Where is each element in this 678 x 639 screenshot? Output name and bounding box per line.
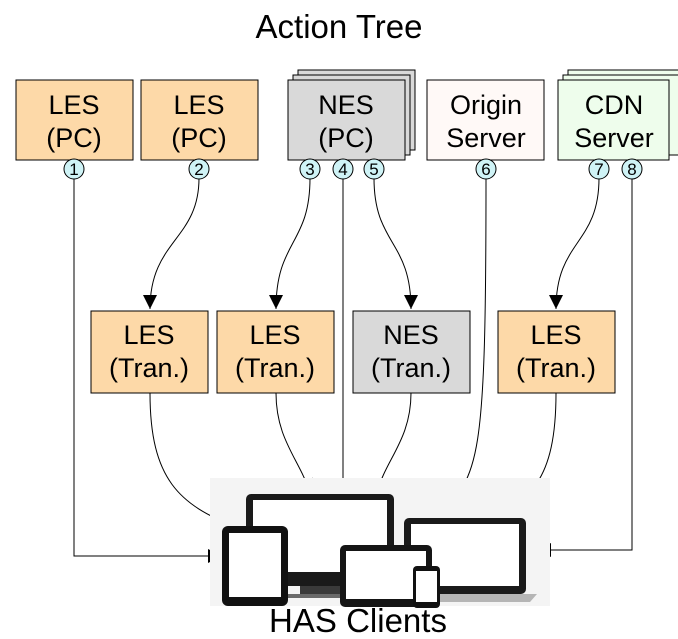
transcoder-nes-tran: NES (Tran.) [352, 310, 471, 394]
small-laptop-icon [340, 545, 432, 607]
badge-1: 1 [63, 158, 85, 180]
source-nes-pc-line2: (PC) [318, 123, 374, 153]
source-origin-server: Origin Server [426, 79, 545, 161]
source-origin-server-line1: Origin [450, 90, 522, 120]
svg-text:4: 4 [338, 160, 347, 179]
tablet-icon [222, 526, 288, 606]
has-clients-devices [210, 478, 550, 608]
source-cdn-server-line1: CDN [585, 90, 644, 120]
source-les-pc-2-line1: LES [173, 90, 224, 120]
svg-text:5: 5 [369, 160, 378, 179]
transcoder-les-tran-1-line1: LES [123, 320, 174, 350]
svg-text:1: 1 [69, 160, 78, 179]
badge-3: 3 [299, 158, 321, 180]
badge-8: 8 [621, 158, 643, 180]
arrow-path-5 [373, 177, 418, 310]
transcoder-les-tran-2: LES (Tran.) [216, 310, 335, 394]
source-origin-server-line2: Server [446, 123, 526, 153]
arrow-path-1 [73, 178, 222, 563]
diagram-title: Action Tree [256, 8, 423, 45]
badges: 1 2 3 4 5 6 7 8 [63, 158, 643, 180]
connection-arrows [73, 177, 633, 563]
transcoder-les-tran-1: LES (Tran.) [90, 310, 209, 394]
svg-text:7: 7 [594, 160, 603, 179]
source-les-pc-1-line2: (PC) [46, 123, 102, 153]
svg-text:3: 3 [305, 160, 314, 179]
transcoder-les-tran-3-line1: LES [530, 320, 581, 350]
svg-text:2: 2 [194, 160, 203, 179]
transcoder-nes-tran-line1: NES [383, 320, 439, 350]
source-cdn-server-line2: Server [574, 123, 654, 153]
badge-6: 6 [475, 158, 497, 180]
source-les-pc-2-line2: (PC) [171, 123, 227, 153]
transcoder-les-tran-3: LES (Tran.) [497, 310, 616, 394]
arrow-path-7 [549, 177, 600, 310]
source-les-pc-1-line1: LES [48, 90, 99, 120]
transcoder-les-tran-2-line1: LES [249, 320, 300, 350]
transcoder-nes-tran-line2: (Tran.) [371, 353, 451, 383]
arrow-path-8 [537, 178, 633, 557]
source-nes-pc: NES (PC) [287, 69, 416, 161]
source-nes-pc-line1: NES [318, 90, 374, 120]
phone-icon [413, 566, 440, 608]
source-cdn-server: CDN Server [557, 69, 678, 161]
has-clients-label: HAS Clients [269, 602, 447, 639]
transcoder-les-tran-2-line2: (Tran.) [235, 353, 315, 383]
badge-4: 4 [332, 158, 354, 180]
source-les-pc-2: LES (PC) [140, 79, 259, 161]
badge-7: 7 [588, 158, 610, 180]
badge-2: 2 [188, 158, 210, 180]
svg-text:8: 8 [627, 160, 636, 179]
arrow-path-2 [143, 177, 200, 310]
badge-5: 5 [363, 158, 385, 180]
svg-text:6: 6 [481, 160, 490, 179]
transcoder-les-tran-3-line2: (Tran.) [516, 353, 596, 383]
source-les-pc-1: LES (PC) [15, 79, 134, 161]
transcoder-les-tran-1-line2: (Tran.) [109, 353, 189, 383]
arrow-path-3 [269, 177, 311, 310]
